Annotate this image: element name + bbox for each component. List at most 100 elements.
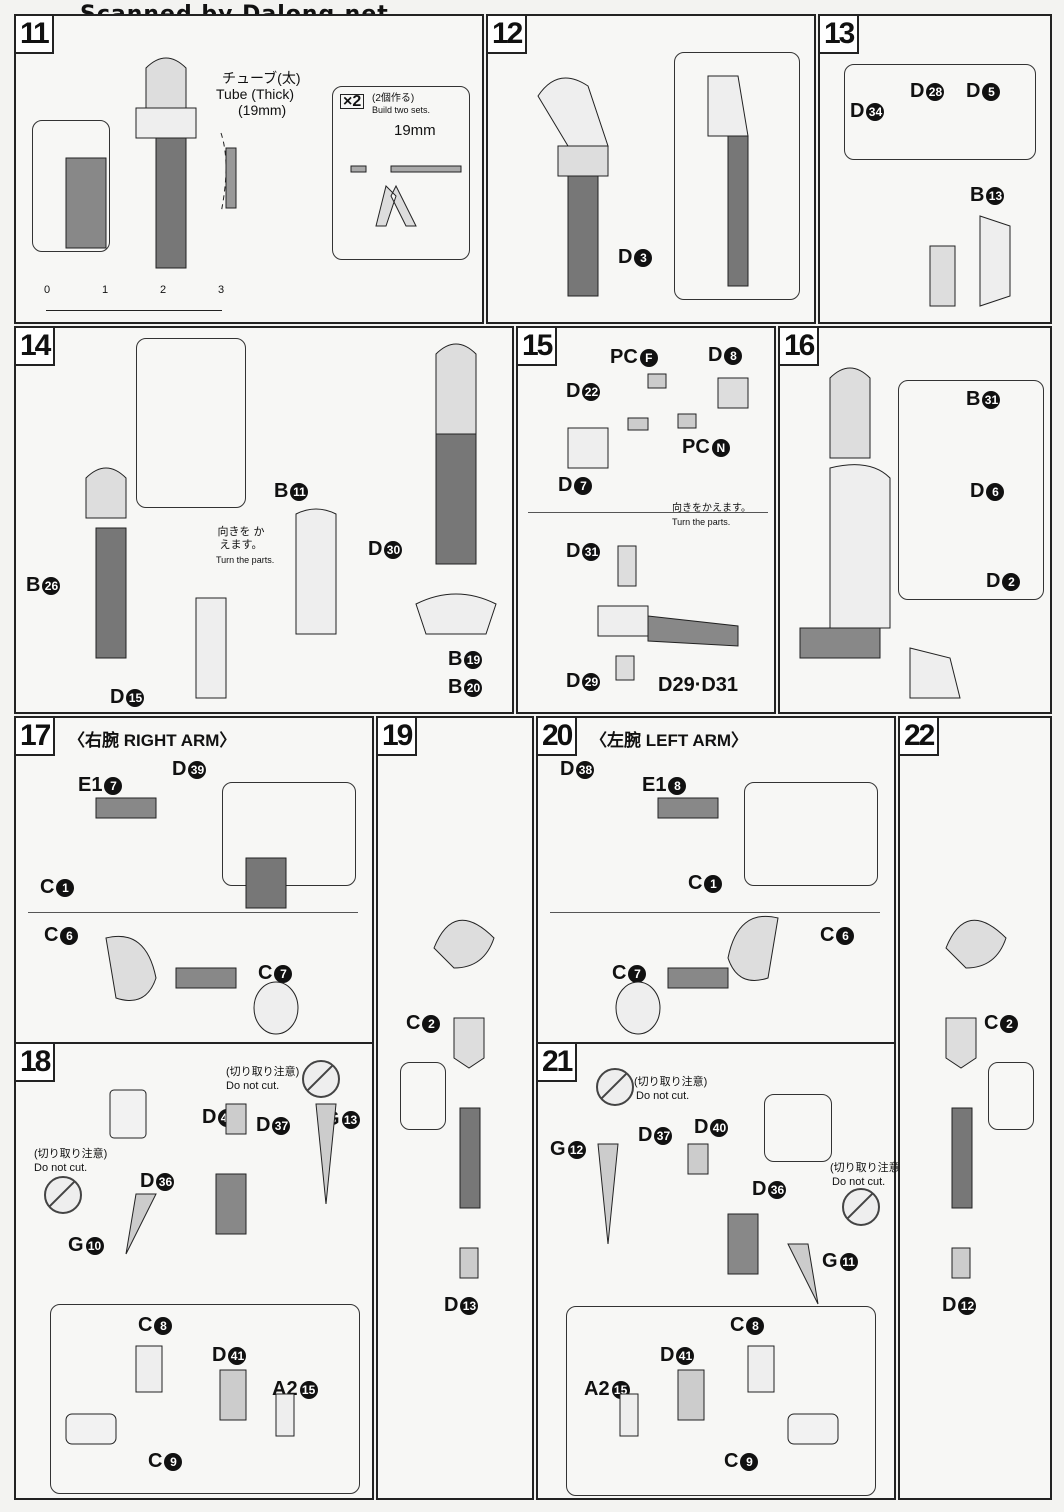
full-arm-drawing — [433, 919, 495, 1279]
c2-detail-inset — [988, 1062, 1034, 1130]
forearm-parts-drawing — [597, 1143, 819, 1305]
left-arm-title: 〈左腕 LEFT ARM〉 — [590, 731, 749, 750]
step-number: 14 — [16, 328, 56, 366]
do-not-cut-jp-2: (切り取り注意) — [830, 1162, 904, 1174]
no-cut-icon — [596, 1068, 634, 1106]
leg-detail-drawing — [707, 75, 749, 287]
hip-part-drawing — [929, 215, 1011, 307]
turn-parts-en: Turn the parts. — [672, 517, 731, 527]
part-label-d29-d31: D29·D31 — [658, 674, 739, 696]
foot-parts-inset — [898, 380, 1044, 600]
elbow-detail-inset — [222, 782, 356, 886]
step-number: 13 — [820, 16, 860, 54]
hand-drawing — [65, 1345, 295, 1445]
do-not-cut-en-2: Do not cut. — [832, 1176, 886, 1188]
cut-tube-inset — [332, 86, 470, 260]
step-number: 16 — [780, 328, 820, 366]
ruler-scale: 0 1 2 3 — [44, 284, 224, 324]
arm-assembly-drawing — [95, 797, 299, 1035]
do-not-cut-en: Do not cut. — [226, 1080, 280, 1092]
turn-parts-jp: 向きをかえます。 — [672, 503, 751, 514]
step-number: 22 — [900, 718, 940, 756]
cut-length: 19mm — [394, 122, 436, 139]
c2-detail-inset — [400, 1062, 446, 1130]
step-number: 17 — [16, 718, 56, 756]
tube-label-jp: チューブ(太) — [222, 70, 301, 86]
step-number: 18 — [16, 1044, 56, 1082]
step-number: 12 — [488, 16, 528, 54]
foot-joint-drawing — [567, 373, 749, 469]
x2-jp: (2個作る) — [372, 93, 415, 104]
section-divider — [28, 912, 358, 913]
do-not-cut-jp-2: (切り取り注意) — [34, 1148, 108, 1160]
detail-inset — [136, 338, 246, 508]
section-divider — [550, 912, 880, 913]
do-not-cut-en: Do not cut. — [636, 1090, 690, 1102]
leg-assembly-drawing — [537, 77, 609, 297]
hand-parts-inset — [566, 1306, 876, 1496]
shin-assembly-drawing — [295, 343, 497, 635]
no-cut-icon — [842, 1188, 880, 1226]
step-11-panel: 11 チューブ(太) Tube (Thick) (19mm) ×2 (2個作る)… — [14, 14, 484, 324]
leg-assembly-drawing — [85, 467, 227, 699]
hand-parts-inset — [50, 1304, 360, 1494]
step-number: 11 — [16, 16, 54, 54]
x2-en: Build two sets. — [372, 105, 431, 115]
step-number: 15 — [518, 328, 558, 366]
leg-part-drawing — [65, 57, 237, 269]
step-18-panel: 18 (切り取り注意) Do not cut. (切り取り注意) Do not … — [14, 1042, 374, 1500]
step-21-panel: 21 (切り取り注意) Do not cut. (切り取り注意) Do not … — [536, 1042, 903, 1500]
forearm-parts-drawing — [109, 1089, 337, 1255]
ankle-drawing — [597, 545, 739, 681]
section-divider — [528, 512, 768, 513]
x2-badge: ×2 — [340, 94, 365, 110]
do-not-cut-jp: (切り取り注意) — [226, 1066, 300, 1078]
do-not-cut-en-2: Do not cut. — [34, 1162, 88, 1174]
hand-drawing — [619, 1345, 839, 1445]
nipper-icon — [350, 165, 462, 227]
